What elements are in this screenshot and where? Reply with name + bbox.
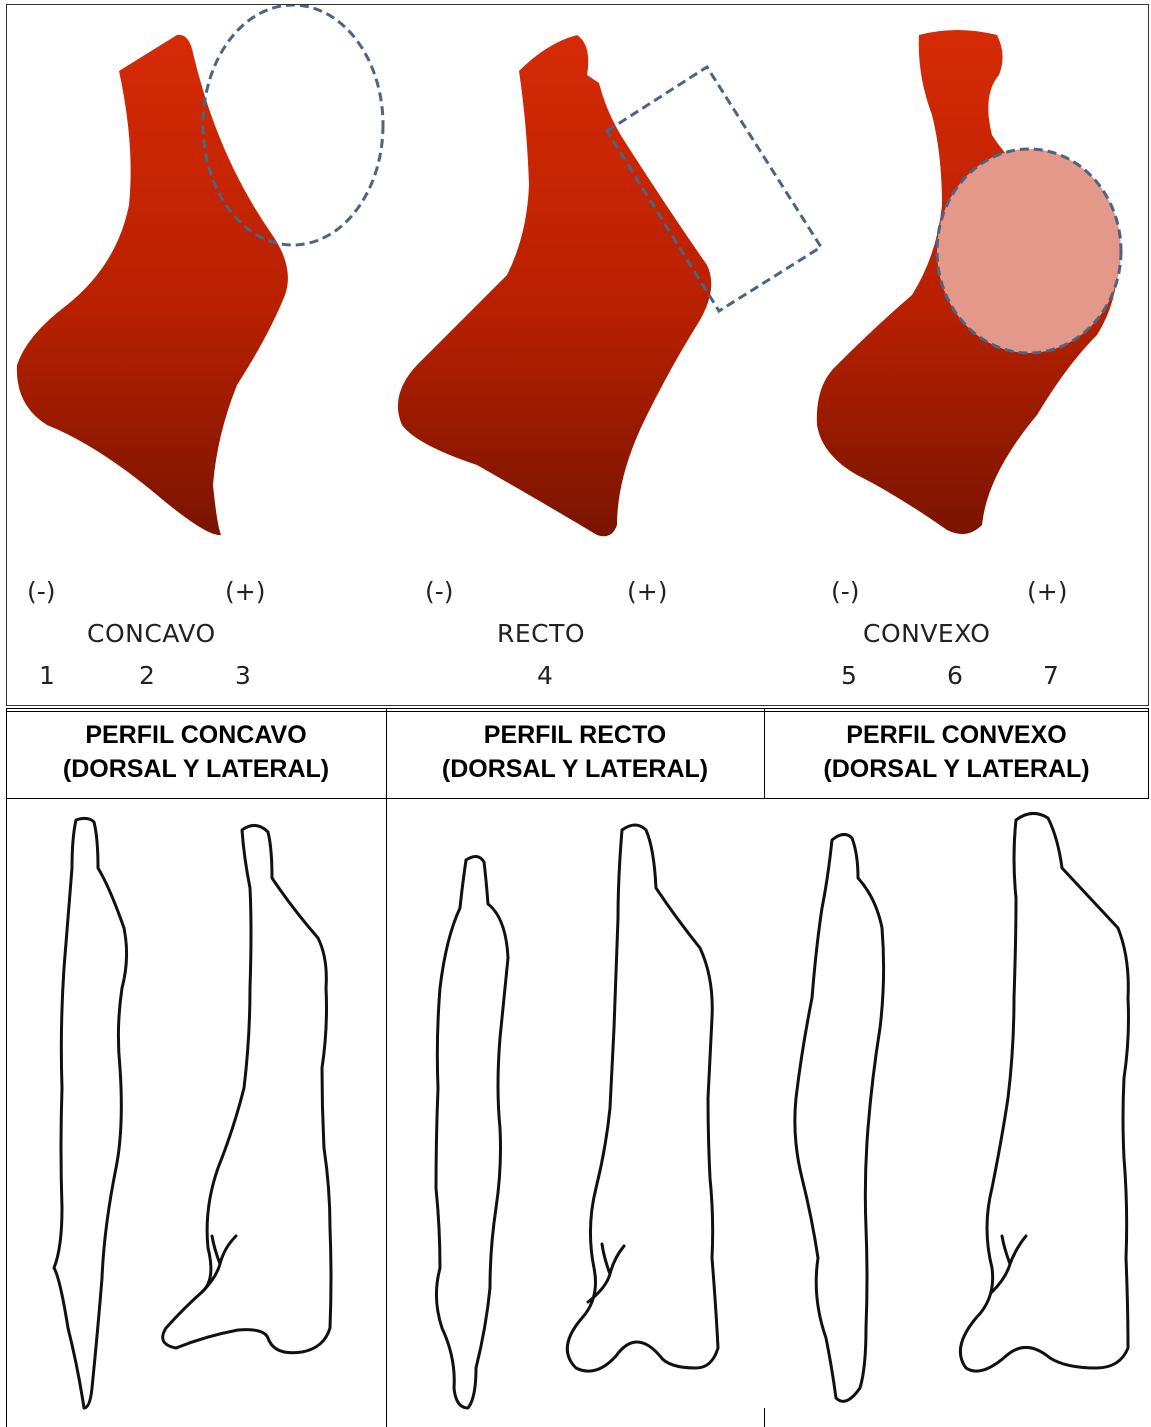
score-7: 7 xyxy=(1043,661,1059,690)
score-3: 3 xyxy=(235,661,251,690)
concave-carcass-shape xyxy=(17,35,288,535)
header-convex-subtitle: (DORSAL Y LATERAL) xyxy=(764,752,1149,786)
header-convex-title: PERFIL CONVEXO xyxy=(764,718,1149,752)
profile-illustrations xyxy=(7,5,1150,707)
straight-minus-label: (-) xyxy=(425,577,454,606)
convex-minus-label: (-) xyxy=(831,577,860,606)
concave-highlight-ellipse xyxy=(203,5,383,245)
header-concave-title: PERFIL CONCAVO xyxy=(6,718,386,752)
score-5: 5 xyxy=(841,661,857,690)
header-concave: PERFIL CONCAVO (DORSAL Y LATERAL) xyxy=(6,718,386,798)
concave-lateral-outline xyxy=(163,825,331,1352)
straight-profile-label: RECTO xyxy=(497,619,585,648)
profile-line-drawings xyxy=(6,808,1149,1427)
concave-dorsal-outline xyxy=(54,818,127,1408)
score-1: 1 xyxy=(39,661,55,690)
concave-minus-label: (-) xyxy=(27,577,56,606)
table-top-border-inner xyxy=(6,711,1149,712)
straight-carcass-shape xyxy=(398,35,711,536)
convex-plus-label: (+) xyxy=(1027,577,1067,606)
profile-comparison-table: PERFIL CONCAVO (DORSAL Y LATERAL) PERFIL… xyxy=(6,708,1149,1427)
header-straight-subtitle: (DORSAL Y LATERAL) xyxy=(386,752,764,786)
profile-scale-panel: (-) (+) CONCAVO 1 2 3 (-) (+) RECTO 4 (-… xyxy=(6,4,1149,706)
table-header-divider xyxy=(6,798,1149,799)
table-top-border xyxy=(6,708,1149,709)
straight-lateral-outline xyxy=(567,825,718,1371)
score-2: 2 xyxy=(139,661,155,690)
convex-lateral-outline xyxy=(960,813,1128,1371)
straight-plus-label: (+) xyxy=(627,577,667,606)
convex-highlight-ellipse xyxy=(937,149,1121,353)
convex-dorsal-outline xyxy=(795,834,884,1401)
header-convex: PERFIL CONVEXO (DORSAL Y LATERAL) xyxy=(764,718,1149,798)
score-6: 6 xyxy=(947,661,963,690)
score-4: 4 xyxy=(537,661,553,690)
concave-profile-label: CONCAVO xyxy=(87,619,216,648)
convex-profile-label: CONVEXO xyxy=(863,619,990,648)
straight-dorsal-outline xyxy=(436,856,508,1408)
header-straight-title: PERFIL RECTO xyxy=(386,718,764,752)
header-concave-subtitle: (DORSAL Y LATERAL) xyxy=(6,752,386,786)
header-straight: PERFIL RECTO (DORSAL Y LATERAL) xyxy=(386,718,764,798)
concave-plus-label: (+) xyxy=(225,577,265,606)
convex-lateral-detail xyxy=(992,1236,1026,1292)
